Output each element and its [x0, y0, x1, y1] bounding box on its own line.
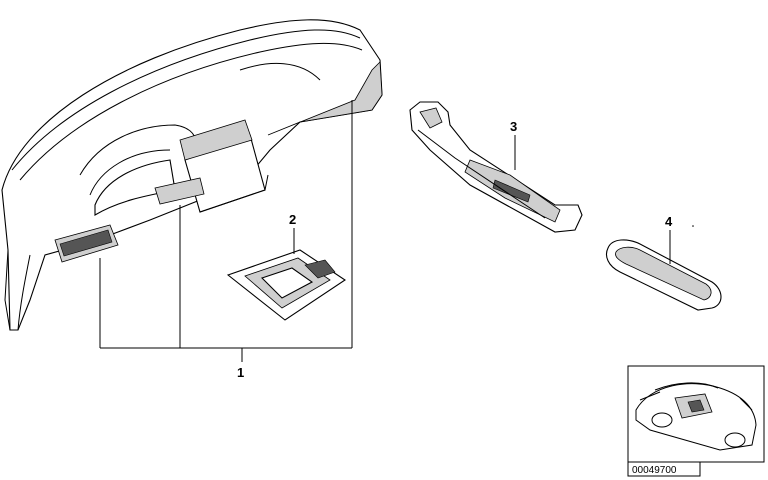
reference-code-box — [627, 461, 701, 477]
dashboard-illustration — [1, 19, 383, 331]
callout-4[interactable]: 4 — [665, 214, 673, 229]
armrest-trim-illustration — [605, 239, 722, 311]
callout-1-leader — [99, 100, 353, 362]
callout-1[interactable]: 1 — [237, 365, 244, 380]
vehicle-location-inset — [627, 365, 765, 463]
reference-code: 00049700 — [632, 465, 677, 476]
callout-2[interactable]: 2 — [289, 212, 296, 227]
callout-3[interactable]: 3 — [510, 119, 517, 134]
shift-trim-illustration — [226, 249, 346, 321]
door-handle-trim-illustration — [409, 101, 583, 233]
